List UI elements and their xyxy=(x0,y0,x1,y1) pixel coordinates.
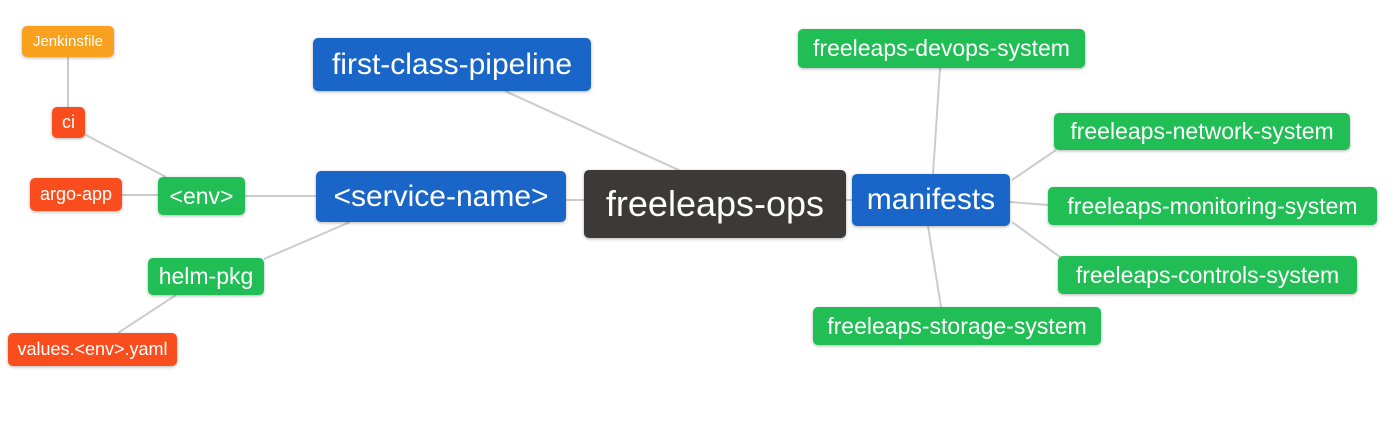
node-jenkinsfile[interactable]: Jenkinsfile xyxy=(22,26,114,57)
node-manifests[interactable]: manifests xyxy=(852,174,1010,226)
edge-ops-first-class-pipeline xyxy=(504,90,684,173)
node-freeleaps-controls-system[interactable]: freeleaps-controls-system xyxy=(1058,256,1357,294)
node-values-env-yaml[interactable]: values.<env>.yaml xyxy=(8,333,177,366)
edge-helm-pkg-values xyxy=(117,294,177,334)
node-freeleaps-network-system[interactable]: freeleaps-network-system xyxy=(1054,113,1350,150)
node-freeleaps-storage-system[interactable]: freeleaps-storage-system xyxy=(813,307,1101,345)
edge-manifests-devops xyxy=(932,67,941,175)
edge-manifests-monitoring xyxy=(1009,201,1049,206)
node-first-class-pipeline[interactable]: first-class-pipeline xyxy=(313,38,591,91)
edge-env-ci xyxy=(83,133,167,178)
node-service-name[interactable]: <service-name> xyxy=(316,171,566,222)
node-freeleaps-monitoring-system[interactable]: freeleaps-monitoring-system xyxy=(1048,187,1377,225)
edge-manifests-controls xyxy=(1011,221,1061,258)
edge-manifests-storage xyxy=(927,225,942,308)
node-freeleaps-ops-root[interactable]: freeleaps-ops xyxy=(584,170,846,238)
node-env[interactable]: <env> xyxy=(158,177,245,215)
node-argo-app[interactable]: argo-app xyxy=(30,178,122,211)
node-freeleaps-devops-system[interactable]: freeleaps-devops-system xyxy=(798,29,1085,68)
edge-service-name-helm-pkg xyxy=(263,221,351,260)
node-helm-pkg[interactable]: helm-pkg xyxy=(148,258,264,295)
edge-manifests-network xyxy=(1011,149,1057,181)
node-ci[interactable]: ci xyxy=(52,107,85,138)
